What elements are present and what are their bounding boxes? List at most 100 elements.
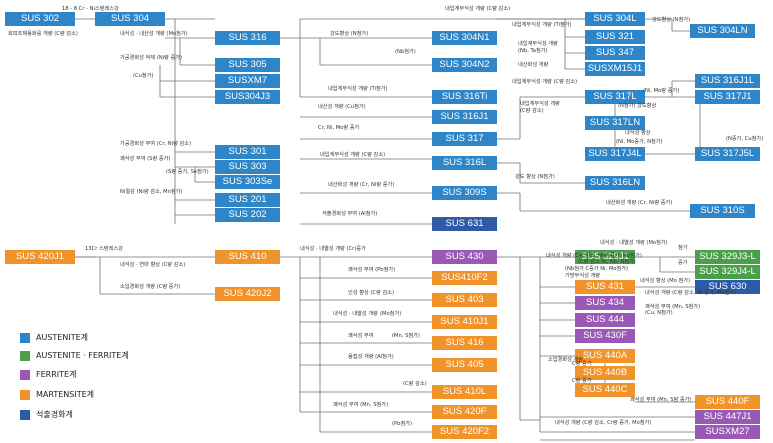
relation-label: 인성 향상 (C량 감소) [348,290,395,296]
steel-grade-sus317ln: SUS 317LN [585,116,645,130]
relation-label: 내식성 · 내열성 개량 (Mo첨가) [600,240,668,246]
relation-label: 내입계부식성 개량 (Ti첨가) [512,22,572,28]
relation-label: 가방부식성 개량 [565,273,601,279]
steel-grade-sus316l: SUS 316L [432,156,497,170]
relation-label: 쾌삭성 부여 (Mn, S첨가) [333,402,389,408]
steel-grade-sus410j1: SUS 410J1 [432,315,497,329]
steel-grade-sus304n2: SUS 304N2 [432,58,497,72]
relation-label: 증가 [678,260,688,266]
steel-grade-sus317j4l: SUS 317J4L [585,147,645,161]
steel-grade-sus309s: SUS 309S [432,186,497,200]
steel-grade-sus447j1: SUS 447J1 [695,410,760,424]
relation-label: 내입계부식성 개량 (C량 감소) [445,6,511,12]
steel-grade-sus305: SUS 305 [215,58,280,72]
relation-label: 내식성 · 내열성 개량 (Cr)증가 [300,246,366,252]
steel-grade-sus420j2: SUS 420J2 [215,287,280,301]
steel-grade-sus316ti: SUS 316Ti [432,90,497,104]
relation-label: (Ni, Mo증가, N첨가) [616,139,663,145]
steel-grade-sus430f: SUS 430F [575,329,635,343]
legend-swatch [20,351,30,361]
steel-grade-sus321: SUS 321 [585,30,645,44]
relation-label: 석출경화성 부여 (Al첨가) [322,211,378,217]
legend-swatch [20,370,30,380]
relation-label: 가공경화성 부여 (Cr, Ni량 감소) [120,141,192,147]
relation-label: 내입계부식성 개량 (C량 감소) [320,152,386,158]
relation-label: 첨가 [678,245,688,251]
steel-grade-sus440a: SUS 440A [575,349,635,363]
steel-grade-susxm7: SUSXM7 [215,74,280,88]
relation-label: 쾌삭성 부여 (Mn, S첨가) [645,304,701,310]
steel-grade-sus403: SUS 403 [432,293,497,307]
steel-grade-sus304l: SUS 304L [585,12,645,26]
steel-grade-sus202: SUS 202 [215,208,280,222]
steel-grade-sus316ln: SUS 316LN [585,176,645,190]
relation-label: 쾌삭성 부여 (S량 증가) [120,156,171,162]
relation-label: 회피조제용화를 개량 (C량 감소) [8,31,78,37]
relation-label: (S량 증가, Se첨가) [166,169,209,175]
steel-grade-sus434: SUS 434 [575,296,635,310]
relation-label: 내식성 개량 (C량 감소, Ni 증가, Mo첨가) [645,290,737,296]
relation-label: 13Cr 스텐레스강 [85,246,123,252]
steel-grade-susxm15j1: SUSXM15J1 [585,62,645,76]
legend-label: FERRITE계 [36,370,77,379]
steel-grade-sus304j3: SUS304J3 [215,90,280,104]
relation-label: 가공경화성 억제 (Ni량 증가) [120,55,183,61]
relation-label: 내산화성 개량 [518,62,549,68]
relation-label: C량 증가 [572,361,592,367]
relation-label: 내식성 · 내열성 개량 [333,311,378,317]
relation-label: 쾌삭성 부여 (Pb첨가) [348,267,396,273]
legend-label: AUSTENITE계 [36,333,88,342]
relation-label: (Mn, S첨가) [392,333,420,339]
steel-grade-sus316j1: SUS 316J1 [432,110,497,124]
relation-label: 내산화성 개량 (Cr, Ni량 증가) [606,200,673,206]
legend-swatch [20,410,30,420]
relation-label: 내산화성 개량 (Cr, Ni량 증가) [328,182,395,188]
relation-label: (C량 감소 Ni, Nb, N첨가) [578,259,636,265]
steel-grade-sus440c: SUS 440C [575,383,635,397]
relation-label: 내입계부식성 개량 (C량 감소) [512,79,578,85]
relation-label: (N증가, Cu첨가) [726,136,764,142]
steel-grade-sus440b: SUS 440B [575,366,635,380]
steel-grade-sus304: SUS 304 [95,12,165,26]
steel-grade-sus410f2: SUS410F2 [432,271,497,285]
steel-grade-sus630: SUS 630 [695,280,760,294]
legend-label: MARTENSITE계 [36,390,95,399]
steel-grade-sus329j4l: SUS 329J4-L [695,265,760,279]
legend-label: AUSTENITE · FERRITE계 [36,351,129,360]
relation-label: (Cu, N첨가) [645,310,673,316]
relation-label: 강도향상 (N첨가) [330,31,369,37]
steel-grade-sus317j5l: SUS 317J5L [695,147,760,161]
relation-label: (Ni, Mo량 증가) [643,88,680,94]
steel-grade-sus310s: SUS 310S [690,204,755,218]
steel-grade-sus317j1: SUS 317J1 [695,90,760,104]
relation-label: (Nb첨가 C증가 Ni, Mo첨가) [565,266,629,272]
steel-grade-sus317: SUS 317 [432,132,497,146]
steel-grade-sus301: SUS 301 [215,145,280,159]
relation-label: 내식성 개량 (C량 감소, Ni량 증가, Mo첨가) [546,253,642,259]
legend-label: 석출경화계 [36,410,73,419]
relation-label: C량 증가 [572,378,592,384]
relation-label: 내입계부식성 개량 (Ti첨가) [328,86,388,92]
steel-grade-sus430: SUS 430 [432,250,497,264]
legend-swatch [20,390,30,400]
steel-grade-susxm27: SUSXM27 [695,425,760,439]
relation-label: (C량 감소) [520,108,544,114]
steel-grade-sus317l: SUS 317L [585,90,645,104]
steel-grade-sus304n1: SUS 304N1 [432,31,497,45]
steel-grade-sus631: SUS 631 [432,217,497,231]
relation-label: 소입경화성 개량 (C량 증가) [120,284,181,290]
steel-grade-sus420j1: SUS 420J1 [5,250,75,264]
relation-label: 소입경화성 개량 [548,357,584,363]
steel-grade-sus329j1: SUS 329J1 [575,250,635,264]
steel-grade-sus431: SUS 431 [575,280,635,294]
relation-label: 강도향상 (N첨가) [652,17,691,23]
steel-grade-sus316j1l: SUS 316J1L [695,74,760,88]
steel-grade-sus405: SUS 405 [432,358,497,372]
relation-label: Cr, Ni, Mo량 증가 [318,125,360,131]
steel-grade-sus444: SUS 444 [575,313,635,327]
relation-label: 강도 향상 (N첨가) [515,174,555,180]
steel-grade-sus329j3l: SUS 329J3-L [695,250,760,264]
relation-label: (Nb, Ta첨가) [518,48,548,54]
relation-label: 내입계부식성 개량 [518,41,558,47]
